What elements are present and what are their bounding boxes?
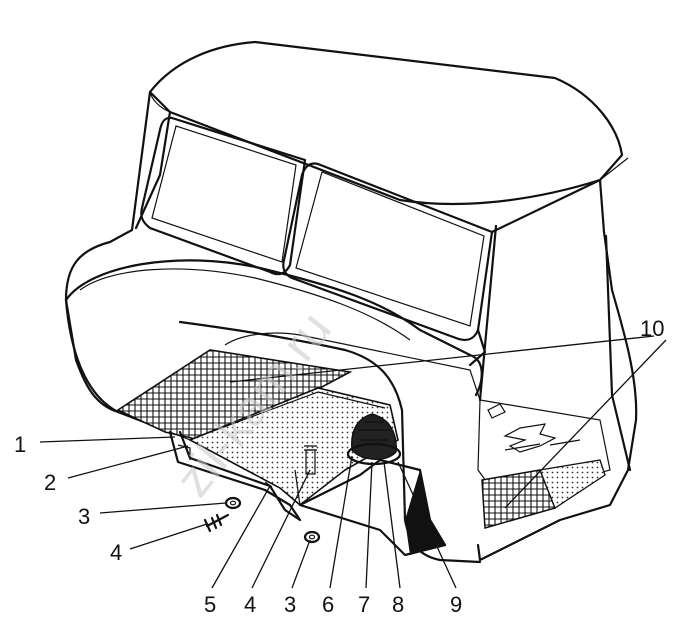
front-bracket	[168, 430, 302, 522]
callout-6: 6	[322, 592, 334, 617]
cowl-inner-edge	[79, 268, 411, 341]
windshield-right-inner	[295, 171, 485, 327]
crossmember-shadow	[405, 470, 445, 555]
right-pillar	[468, 178, 632, 472]
washer-lower	[303, 530, 321, 544]
bracket-detail	[177, 444, 273, 488]
callout-2: 2	[44, 470, 56, 495]
callout-10: 10	[640, 316, 664, 341]
callout-7: 7	[358, 592, 370, 617]
pedal-cutouts	[487, 403, 581, 453]
right-floor-strip	[539, 459, 606, 509]
rear-interior-edge	[224, 332, 481, 401]
loose-bolt	[203, 513, 230, 533]
callout-1: 1	[14, 432, 26, 457]
callout-3b: 3	[284, 592, 296, 617]
callout-4b: 4	[244, 592, 256, 617]
callout-3a: 3	[78, 504, 90, 529]
washer-upper-hole	[229, 500, 237, 506]
callout-5: 5	[204, 592, 216, 617]
windshield-left-inner	[151, 125, 297, 263]
cover-plate-rim	[169, 391, 386, 506]
windshield-right	[282, 162, 494, 341]
callout-9: 9	[450, 592, 462, 617]
callouts: 1 2 3 4 5 4 3 6 7 8 9 10	[14, 316, 664, 617]
callout-4a: 4	[110, 540, 122, 565]
roof-edge	[149, 91, 629, 181]
gearshift-boot	[351, 413, 397, 460]
leader-lines	[39, 335, 667, 589]
floor-bolt-head	[304, 445, 317, 451]
washer-upper	[224, 496, 242, 510]
cab-roof	[148, 40, 624, 206]
gearshift-folds	[358, 421, 390, 441]
callout-8: 8	[392, 592, 404, 617]
washer-lower-hole	[308, 534, 316, 540]
front-cowl-panel	[64, 259, 483, 397]
